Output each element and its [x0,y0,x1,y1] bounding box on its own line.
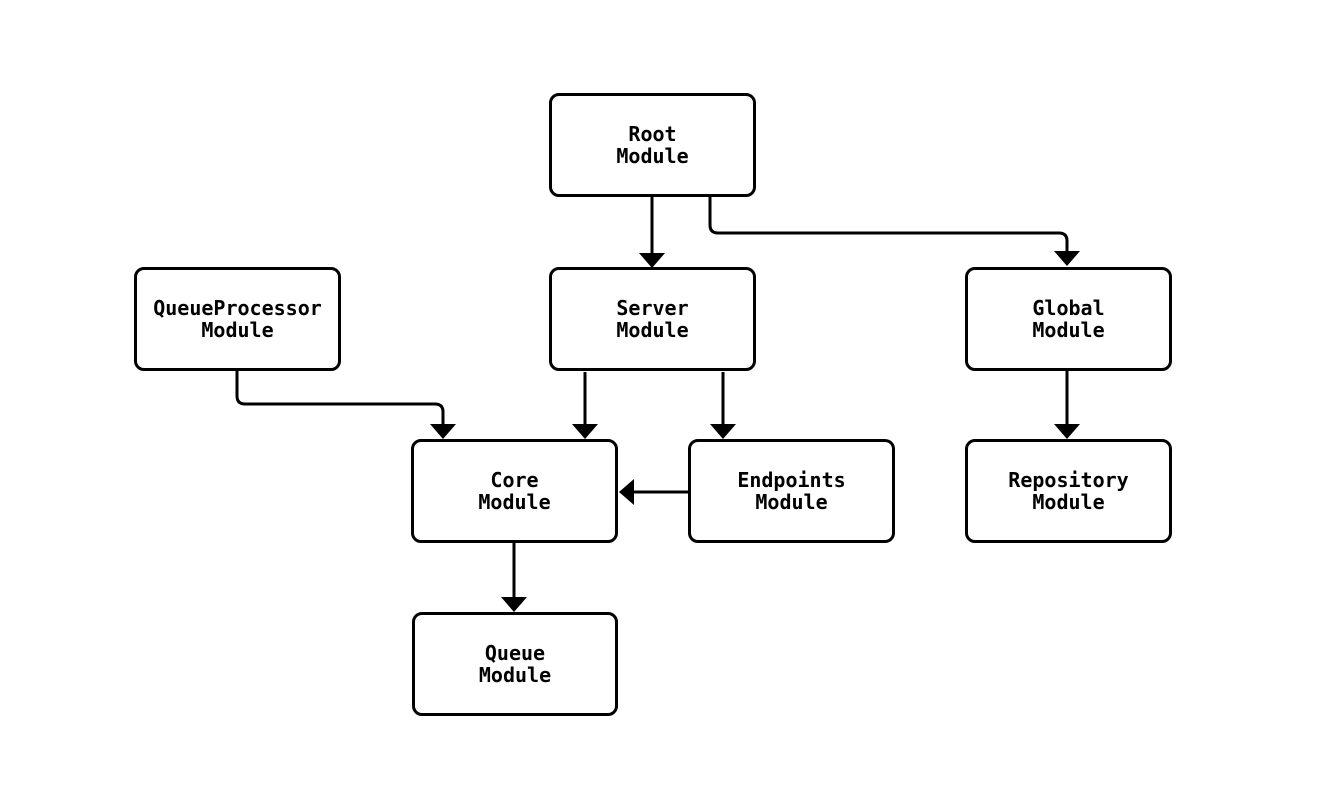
node-label-line1: Server [616,296,689,320]
node-label-line1: QueueProcessor [153,296,322,320]
edge-global-to-repository [1054,371,1080,439]
node-label-line2: Module [755,490,828,514]
arrowhead-down-icon [1054,424,1080,439]
edge-root-to-global [708,197,1080,266]
node-label-line1: Repository [1008,468,1129,492]
arrowhead-down-icon [572,424,598,439]
node-endpoints-module: Endpoints Module [688,439,895,543]
node-label-line1: Core [490,468,539,492]
edge-core-to-queue [501,543,527,612]
node-label-line2: Module [478,490,551,514]
node-label-line2: Module [1032,490,1105,514]
node-label-line1: Endpoints [737,468,846,492]
node-label-line2: Module [616,318,689,342]
arrowhead-down-icon [430,424,456,439]
node-label-line2: Module [201,318,274,342]
edge-line [708,197,1069,251]
arrowhead-down-icon [639,253,665,268]
node-label-line2: Module [1032,318,1105,342]
edge-server-to-endpoints [710,372,736,439]
node-queueprocessor-module: QueueProcessor Module [134,267,341,371]
arrowhead-down-icon [1054,251,1080,266]
node-server-module: Server Module [549,267,756,371]
node-label-line1: Queue [484,641,546,665]
node-label-line2: Module [478,663,552,687]
node-label-line1: Global [1032,296,1105,320]
node-queue-module: Queue Module [412,612,618,716]
node-global-module: Global Module [965,267,1172,371]
arrowhead-left-icon [619,479,634,505]
node-label-line2: Module [616,144,689,168]
edge-server-to-core [572,372,598,439]
arrowhead-down-icon [501,597,527,612]
node-core-module: Core Module [411,439,618,543]
edge-endpoints-to-core [619,479,688,505]
edge-queueprocessor-to-core [235,370,456,439]
node-label-line1: Root [628,122,677,146]
arrowhead-down-icon [710,424,736,439]
node-root-module: Root Module [549,93,756,197]
edge-root-to-server [639,197,665,268]
edge-line [235,370,445,424]
node-repository-module: Repository Module [965,439,1172,543]
